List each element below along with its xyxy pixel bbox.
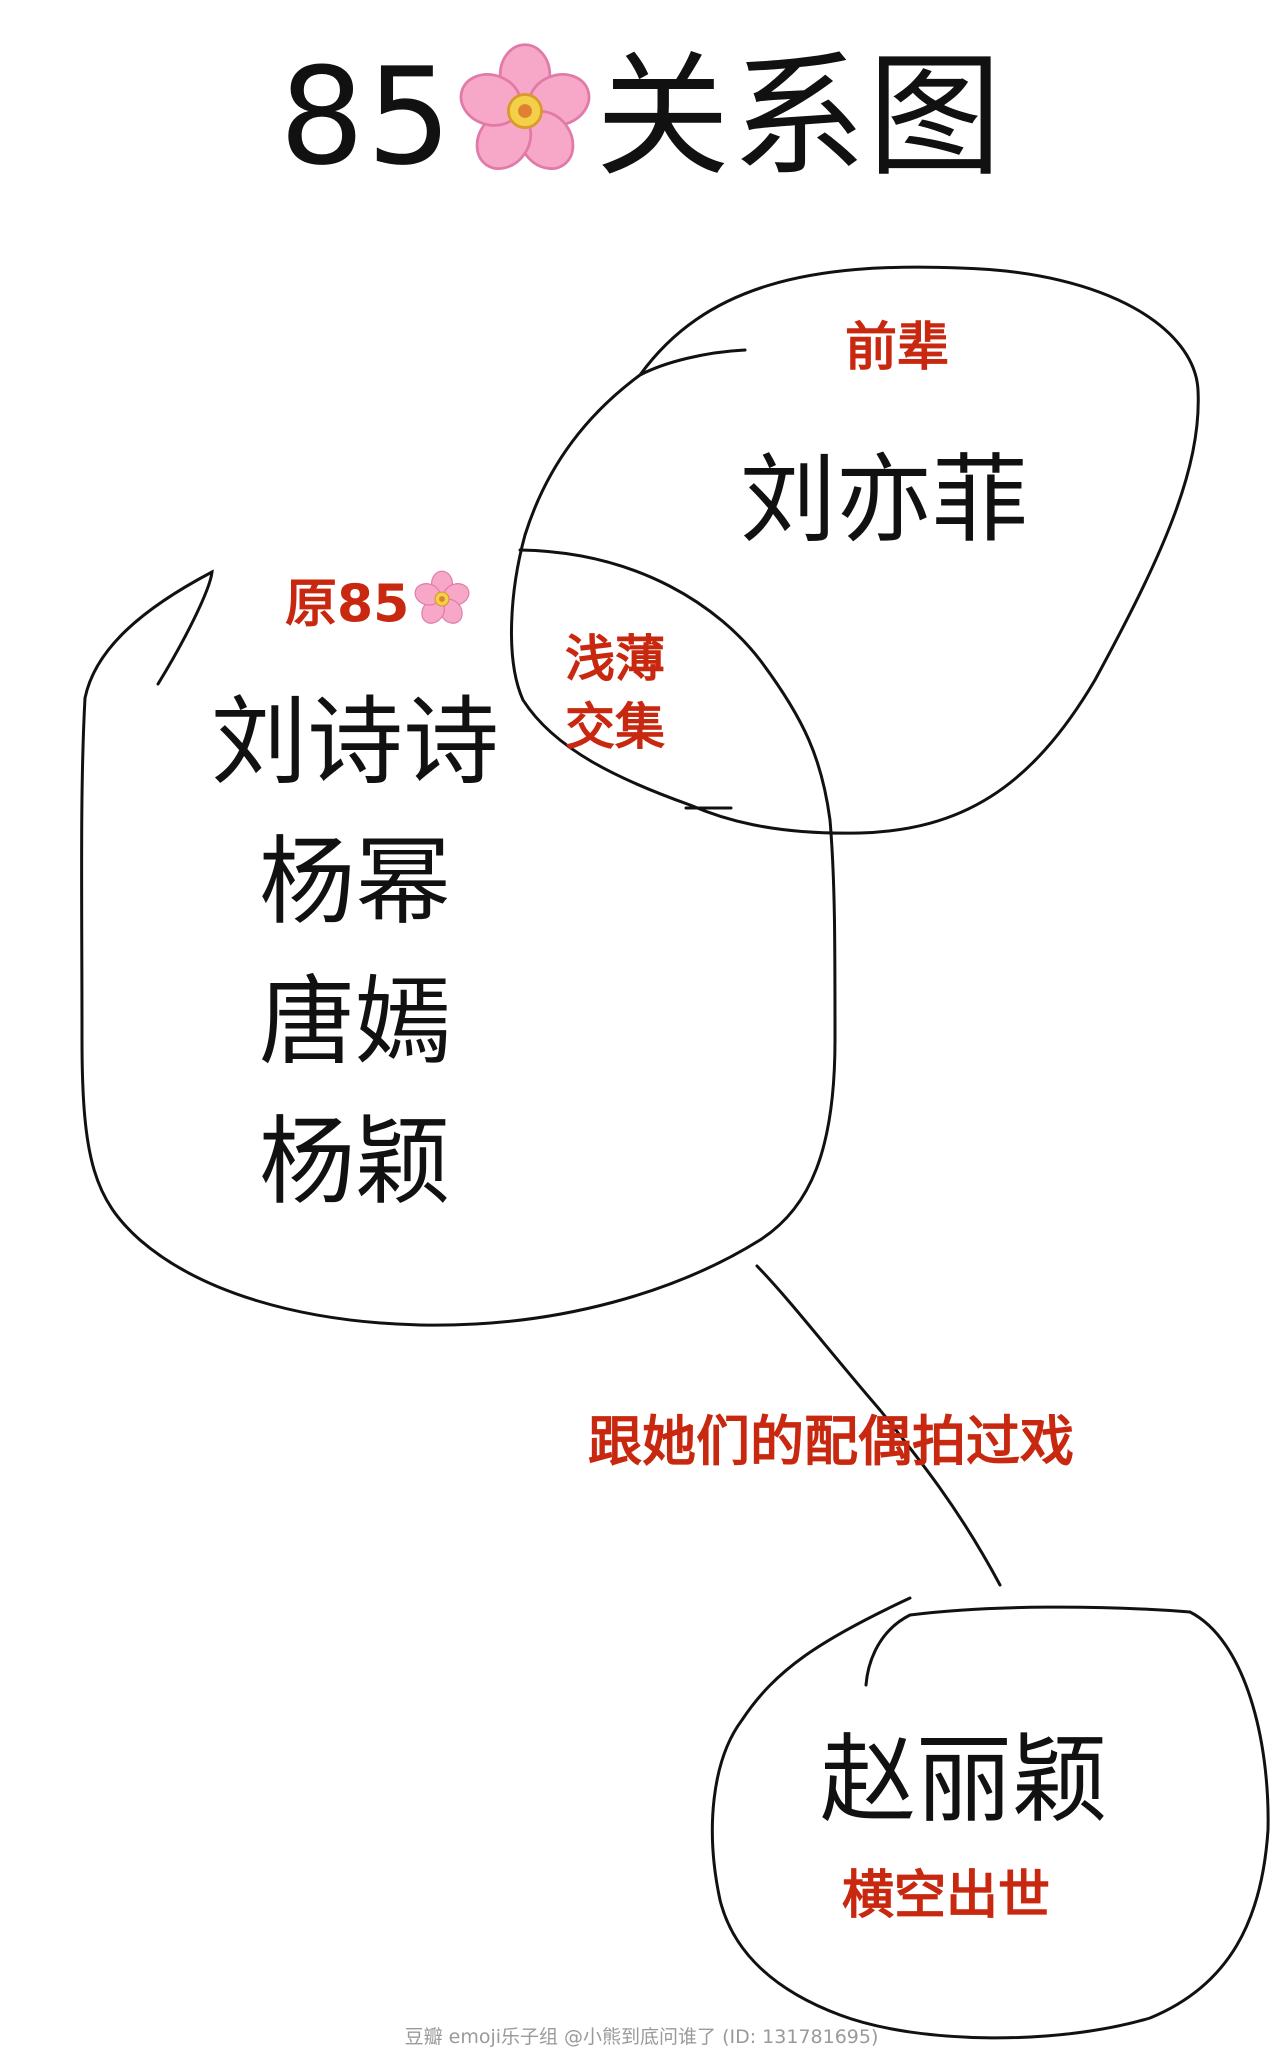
overlap-label: 浅薄 交集 — [565, 625, 665, 761]
watermark: 豆瓣 emoji乐子组 @小熊到底问谁了 (ID: 131781695) — [404, 2026, 879, 2048]
page-title: 85 关系图 — [0, 43, 1283, 201]
senior-circle — [510, 265, 1200, 835]
rising-label: 横空出世 — [842, 1866, 1051, 1926]
overlap-label-line: 交集 — [565, 698, 665, 756]
original-name: 杨幂 — [259, 826, 451, 938]
senior-name: 刘亦菲 — [740, 444, 1028, 556]
senior-label: 前辈 — [845, 318, 950, 378]
cherry-blossom-icon — [413, 570, 471, 637]
original-circle — [80, 548, 837, 1327]
overlap-label-line: 浅薄 — [565, 630, 665, 688]
connector-label: 跟她们的配偶拍过戏 — [588, 1410, 1074, 1473]
connector-line — [755, 1264, 1002, 1587]
rising-name: 赵丽颖 — [820, 1724, 1108, 1836]
original-label-text: 原85 — [285, 574, 410, 635]
original-name-list: 刘诗诗 杨幂 唐嫣 杨颖 — [200, 672, 510, 1232]
original-name: 唐嫣 — [259, 966, 451, 1078]
title-text: 关系图 — [595, 39, 1004, 195]
original-name: 杨颖 — [259, 1106, 451, 1218]
original-name: 刘诗诗 — [211, 686, 499, 798]
rising-circle — [710, 1596, 1270, 2040]
cherry-blossom-icon — [456, 42, 594, 201]
title-number: 85 — [279, 39, 454, 195]
original-label: 原85 — [285, 570, 471, 637]
